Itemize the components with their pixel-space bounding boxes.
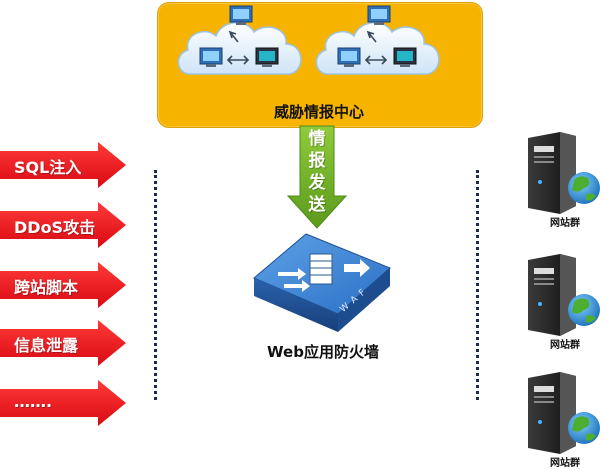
attack-arrow: ……. — [0, 380, 128, 426]
red-arrow-icon — [0, 380, 126, 426]
left-divider — [154, 170, 157, 400]
waf-label: Web应用防火墙 — [267, 343, 379, 361]
server-icon — [528, 132, 600, 214]
attack-arrow: SQL注入 — [0, 142, 128, 188]
attack-arrow: DDoS攻击 — [0, 202, 128, 248]
network-cloud-right-icon — [315, 5, 440, 75]
attack-label: 跨站脚本 — [14, 278, 79, 297]
server-label: 网站群 — [550, 218, 580, 229]
intel-send-label: 情 报 发 送 — [300, 128, 334, 216]
red-arrow-icon — [0, 320, 126, 366]
waf-device-icon — [253, 233, 391, 332]
attack-label: ……. — [14, 392, 53, 411]
intel-send-char: 情 — [308, 129, 326, 149]
attack-arrow: 信息泄露 — [0, 320, 128, 366]
red-arrow-icon — [0, 262, 126, 308]
right-divider — [476, 170, 479, 400]
network-cloud-left-icon — [177, 5, 302, 75]
server-icon — [528, 372, 600, 454]
intel-send-char: 报 — [308, 151, 326, 171]
red-arrow-icon — [0, 202, 126, 248]
intel-send-char: 发 — [308, 173, 326, 193]
server-icon — [528, 254, 600, 336]
attack-label: SQL注入 — [14, 158, 82, 177]
red-arrow-icon — [0, 142, 126, 188]
server-label: 网站群 — [550, 458, 580, 469]
server-label: 网站群 — [550, 340, 580, 351]
attack-label: DDoS攻击 — [14, 218, 96, 237]
intel-send-char: 送 — [308, 195, 326, 215]
attack-label: 信息泄露 — [14, 336, 79, 355]
attack-arrow: 跨站脚本 — [0, 262, 128, 308]
threat-intel-center-title: 威胁情报中心 — [273, 103, 364, 121]
intel-send-arrow-icon — [286, 125, 348, 229]
